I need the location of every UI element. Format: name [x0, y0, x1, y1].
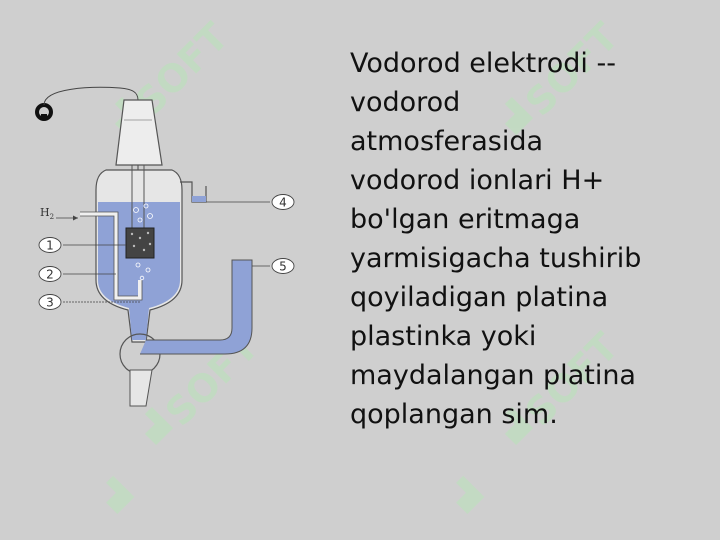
- h2-inlet-tube: [80, 212, 142, 300]
- bottom-tip: [129, 369, 153, 407]
- callout-badge-5: [271, 258, 295, 274]
- h2-arrow-head: [73, 215, 78, 221]
- callout-number-3: 3: [46, 296, 54, 310]
- electrode-contact-pin: [41, 114, 47, 120]
- watermark-logo-icon: [456, 475, 485, 514]
- h2-label-subscript: 2: [50, 213, 54, 221]
- platinum-surface-dots: [130, 231, 152, 252]
- callout-badge-4: [271, 194, 295, 210]
- watermark-logo-icon: [504, 96, 534, 136]
- electrode-wire: [43, 86, 139, 225]
- callout-number-1: 1: [46, 239, 54, 253]
- watermark-logo-icon: [504, 406, 534, 446]
- side-outlet-liquid: [192, 196, 206, 202]
- platinum-plate: [125, 227, 155, 259]
- salt-bridge-tube: [140, 259, 253, 355]
- glass-stopper: [115, 99, 163, 166]
- callout-badge-3: [38, 294, 62, 310]
- slide-body-text: Vodorod elektrodi -- vodorod atmosferasi…: [350, 48, 642, 430]
- callout-badge-2: [38, 266, 62, 282]
- callout-number-4: 4: [279, 196, 287, 210]
- h2-label: H2: [40, 206, 54, 221]
- hydrogen-bubbles: [133, 203, 153, 281]
- watermark-logo-icon: [144, 406, 174, 446]
- callout-number-5: 5: [279, 260, 287, 274]
- callout-number-2: 2: [46, 268, 54, 282]
- watermark-tile: [106, 475, 135, 514]
- callout-badge-1: [38, 237, 62, 253]
- watermark-tile: [456, 475, 485, 514]
- electrolyte-solution: [98, 202, 180, 340]
- hydrogen-electrode-diagram: H2 1 2 3 4 5: [35, 86, 295, 407]
- h2-label-symbol: H: [40, 206, 50, 219]
- inner-electrode-tube: [131, 165, 145, 230]
- h2-inlet-tube-edge: [80, 211, 143, 301]
- watermark-logo-icon: [106, 475, 135, 514]
